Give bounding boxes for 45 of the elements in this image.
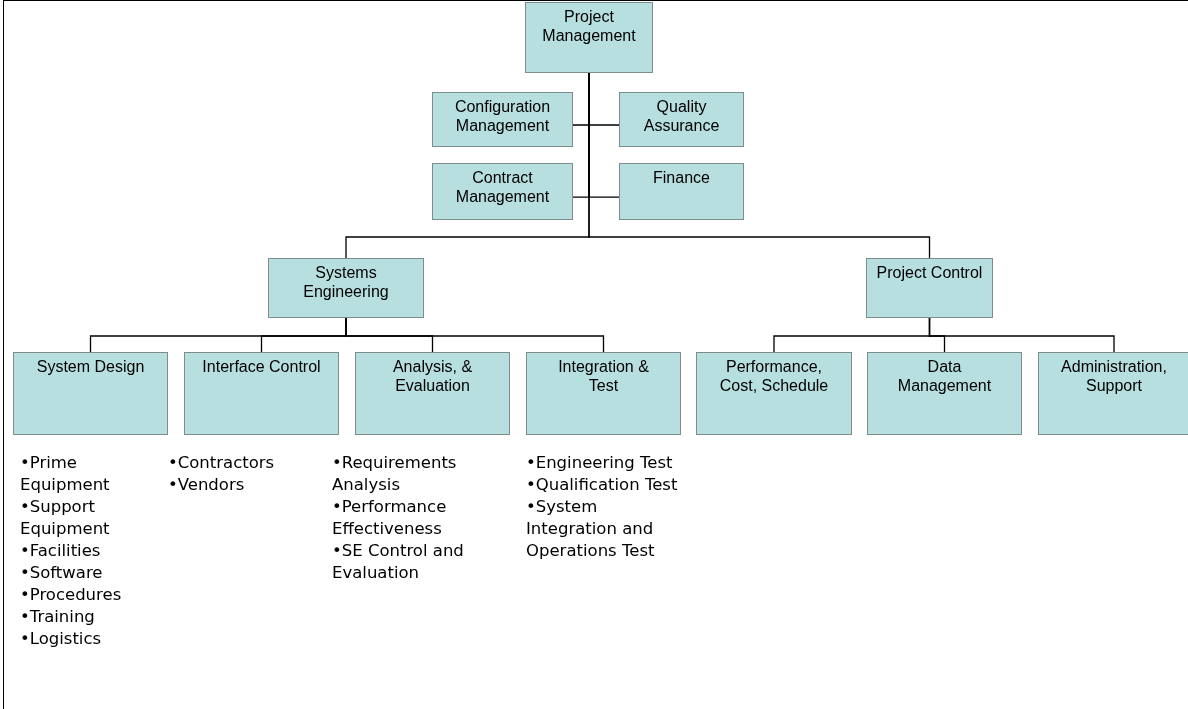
org-box <box>867 352 1022 435</box>
org-box <box>525 2 653 73</box>
org-box <box>526 352 681 435</box>
bullet-item: •Requirements Analysis <box>332 452 458 496</box>
org-box <box>696 352 852 435</box>
box-label: Systems Engineering <box>302 263 390 301</box>
org-box <box>619 92 744 147</box>
bullet-item: •Performance Effectiveness <box>332 496 448 540</box>
org-box <box>432 92 573 147</box>
bullet-item: •Software <box>20 562 104 584</box>
bullet-item: •Procedures <box>20 584 123 606</box>
bullet-item: •Engineering Test <box>526 452 674 474</box>
org-box <box>1038 352 1188 435</box>
org-box <box>355 352 510 435</box>
bullet-item: •Logistics <box>20 628 103 650</box>
connector-line <box>928 317 1115 353</box>
bullet-item: •Contractors <box>168 452 276 474</box>
connector-line <box>345 317 605 353</box>
org-box <box>619 163 744 220</box>
box-label: Project Management <box>541 7 637 45</box>
org-box <box>184 352 339 435</box>
org-box <box>13 352 168 435</box>
box-label: Project Control <box>875 263 984 282</box>
org-box <box>866 258 993 318</box>
bullet-item: •System Integration and Operations Test <box>526 496 656 562</box>
bullet-item: •Qualification Test <box>526 474 679 496</box>
bullet-item: •Support Equipment <box>20 496 111 540</box>
box-label: Quality Assurance <box>642 97 721 135</box>
bullet-item: •Prime Equipment <box>20 452 111 496</box>
box-label: Integration & Test <box>557 357 650 395</box>
box-label: Administration, Support <box>1060 357 1168 395</box>
org-box <box>268 258 424 318</box>
box-label: Analysis, & Evaluation <box>391 357 474 395</box>
bullet-item: •Facilities <box>20 540 102 562</box>
bullet-item: •Vendors <box>168 474 246 496</box>
box-label: Data Management <box>896 357 993 395</box>
box-label: System Design <box>35 357 146 376</box>
bullet-item: •SE Control and Evaluation <box>332 540 465 584</box>
box-label: Configuration Management <box>453 97 552 135</box>
org-box <box>432 163 573 220</box>
box-label: Interface Control <box>201 357 322 376</box>
box-label: Performance, Cost, Schedule <box>718 357 830 395</box>
box-label: Contract Management <box>454 168 551 206</box>
bullet-item: •Training <box>20 606 96 628</box>
box-label: Finance <box>652 168 711 187</box>
